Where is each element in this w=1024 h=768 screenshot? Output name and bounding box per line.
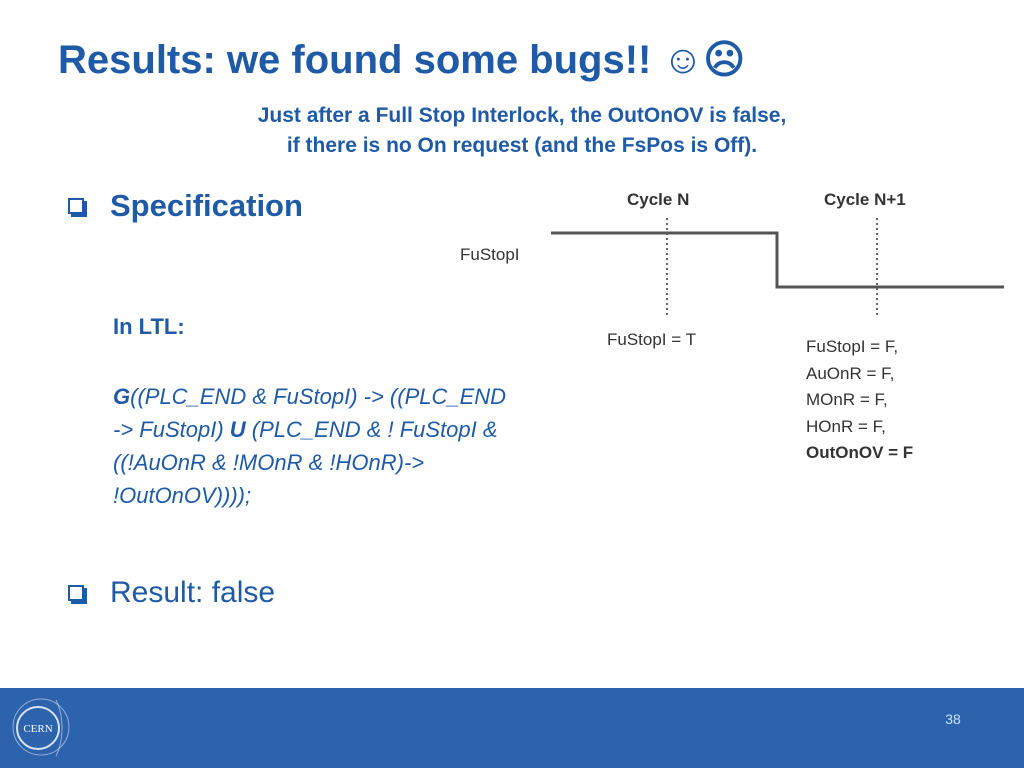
footer-bar: CERN 38 [0,688,1024,768]
emoticons: ☺☹ [662,38,746,82]
ltl-operator-g: G [113,384,131,409]
signal-label: FuStopI [460,245,520,264]
fustopi-signal-line [551,231,1004,289]
cycle-n-label: Cycle N [627,190,690,209]
slide-title: Results: we found some bugs!! ☺☹ [58,36,745,84]
cern-logo-text: CERN [23,723,52,735]
ltl-formula-line-1: G((PLC_END & FuStopI) -> ((PLC_END [113,380,653,413]
slide-title-text: Results: we found some bugs!! [58,38,652,82]
cycle-n1-value-3: MOnR = F, [806,390,888,409]
bullet-specification-text: Specification [110,188,303,223]
bullet-result: Result: false [68,576,275,610]
ltl-formula-line-2-rest: (PLC_END & ! FuStopI & [245,417,498,442]
bullet-result-text: Result: false [110,576,276,609]
timing-diagram [551,218,1004,318]
checkbox-bullet-icon [68,198,84,214]
cycle-n1-value-2: AuOnR = F, [806,363,895,383]
cycle-n1-value-4: HOnR = F, [806,416,886,436]
cycle-n1-result: OutOnOV = F [806,443,914,462]
ltl-formula-line-4: !OutOnOV)))); [113,483,252,508]
subtitle-line-2: if there is no On request (and the FsPos… [286,134,758,157]
checkbox-bullet-icon [68,585,84,601]
ltl-formula-line-3: ((!AuOnR & !MOnR & !HOnR)-> [113,450,425,475]
bullet-specification: Specification [68,188,303,224]
ltl-formula-line-2-pre: -> FuStopI) [113,417,230,442]
subtitle-line-1: Just after a Full Stop Interlock, the Ou… [257,104,787,127]
ltl-heading: In LTL: [113,314,185,339]
ltl-formula-line-2: -> FuStopI) U (PLC_END & ! FuStopI & [113,413,653,446]
ltl-formula-line-1-text: ((PLC_END & FuStopI) -> ((PLC_END [130,384,507,409]
cycle-n-value: FuStopI = T [607,330,696,349]
cycle-n1-value-1: FuStopI = F, [806,337,899,356]
cycle-n1-values: FuStopI = F, AuOnR = F, MOnR = F, HOnR =… [806,334,913,467]
ltl-formula: G((PLC_END & FuStopI) -> ((PLC_END -> Fu… [113,380,653,512]
slide-subtitle: Just after a Full Stop Interlock, the Ou… [150,101,894,161]
cern-logo: CERN [12,698,70,757]
page-number: 38 [945,711,961,727]
cycle-n1-label: Cycle N+1 [824,190,906,209]
ltl-operator-u: U [229,417,246,442]
